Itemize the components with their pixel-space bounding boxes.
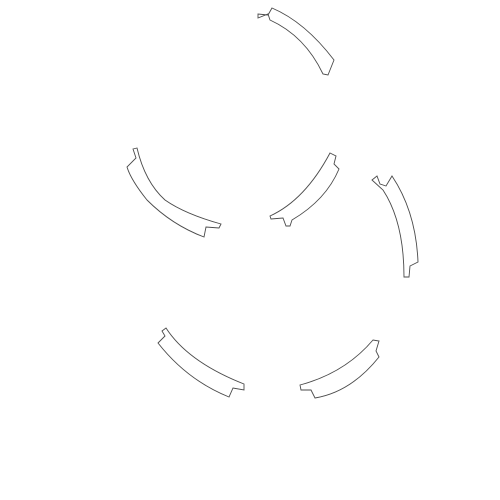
arc-piece-right xyxy=(371,175,419,278)
arc-piece-bottom-left xyxy=(157,327,245,398)
arc-piece-bottom-right xyxy=(299,339,380,399)
arc-piece-left xyxy=(126,147,222,238)
arc-piece-top xyxy=(257,7,335,76)
arc-piece-center xyxy=(269,152,340,227)
